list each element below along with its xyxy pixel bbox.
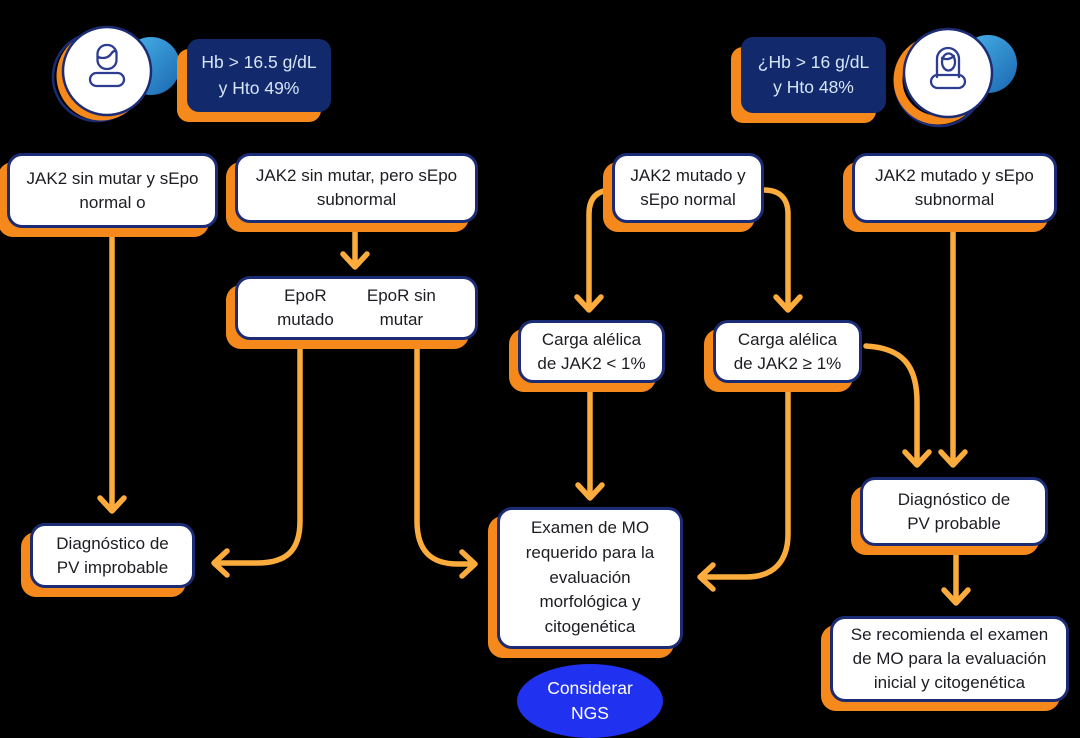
female-patient-avatar (893, 27, 1017, 128)
considerar-ngs-pill: Considerar NGS (517, 664, 663, 738)
node-label: JAK2 mutado y sEpo subnormal (875, 166, 1034, 209)
node-diagnostico-pv-improbable: Diagnóstico de PV improbable (30, 523, 195, 588)
node-carga-alelica-mayor-igual-1: Carga alélica de JAK2 ≥ 1% (713, 320, 862, 383)
badge-line: ¿Hb > 16 g/dL (757, 51, 870, 72)
node-label: Carga alélica de JAK2 < 1% (537, 329, 646, 373)
arrow-epor-mutado-to-improbable (211, 341, 303, 578)
arrow-epor-sinmutar-to-examen (414, 341, 478, 579)
avatar-face-circle (61, 25, 153, 117)
node-diagnostico-pv-probable: Diagnóstico de PV probable (860, 477, 1048, 546)
node-jak2-sin-mutar-sepo-subnormal: JAK2 sin mutar, pero sEpo subnormal (235, 153, 478, 223)
node-label-epor-mutado: EpoR mutado (277, 286, 334, 329)
arrow-jak2mut-to-carga-lt1 (574, 187, 615, 313)
arrow-carga-ge1-to-probable (863, 343, 932, 468)
male-person-icon (88, 43, 126, 88)
male-criteria-badge: Hb > 16.5 g/dL y Hto 49% (187, 39, 331, 112)
badge-line: Hb > 16.5 g/dL (201, 52, 317, 73)
node-label: JAK2 mutado y sEpo normal (630, 166, 746, 209)
ngs-label: Considerar NGS (547, 677, 633, 723)
badge-line: y Hto 48% (773, 77, 854, 97)
female-criteria-badge: ¿Hb > 16 g/dL y Hto 48% (741, 37, 886, 113)
node-jak2-sin-mutar-sepo-normal: JAK2 sin mutar y sEpo normal o (7, 153, 218, 228)
male-patient-avatar (51, 25, 180, 123)
arrow-carga-ge1-to-examen (697, 385, 791, 592)
node-label: Se recomienda el examen de MO para la ev… (850, 625, 1049, 692)
node-label: Diagnóstico de PV improbable (56, 533, 169, 577)
node-examen-mo-requerido: Examen de MO requerido para la evaluació… (497, 507, 683, 649)
badge-line: y Hto 49% (218, 77, 300, 98)
avatar-face-circle (902, 27, 994, 119)
node-jak2-mutado-sepo-normal: JAK2 mutado y sEpo normal (612, 153, 764, 223)
node-label: Diagnóstico de PV probable (897, 489, 1011, 533)
node-label: Examen de MO requerido para la evaluació… (525, 517, 655, 637)
node-label: JAK2 sin mutar, pero sEpo subnormal (255, 166, 458, 209)
node-label: JAK2 sin mutar y sEpo normal o (26, 168, 199, 212)
node-label: Carga alélica de JAK2 ≥ 1% (733, 329, 842, 373)
node-carga-alelica-menor-1: Carga alélica de JAK2 < 1% (518, 320, 665, 383)
node-label-epor-sin-mutar: EpoR sin mutar (366, 286, 436, 329)
node-se-recomienda-examen-mo: Se recomienda el examen de MO para la ev… (830, 616, 1069, 702)
node-jak2-mutado-sepo-subnormal: JAK2 mutado y sEpo subnormal (852, 153, 1057, 223)
node-epor: EpoR mutado EpoR sin mutar (235, 276, 478, 340)
arrow-jak2mut-to-carga-ge1 (761, 187, 803, 313)
female-person-icon (929, 46, 967, 90)
